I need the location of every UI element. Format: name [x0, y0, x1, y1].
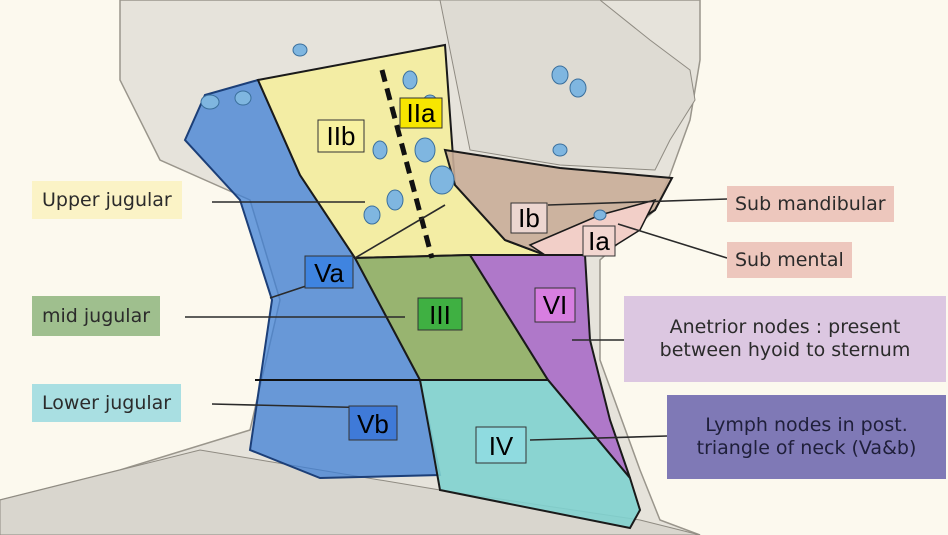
posterior-triangle-label: Lymph nodes in post. triangle of neck (V… [667, 395, 946, 479]
level-iii-text: III [429, 300, 451, 330]
level-iia-text: IIa [407, 98, 436, 128]
level-iv-text: IV [489, 431, 514, 461]
upper-jugular-label: Upper jugular [32, 181, 182, 219]
level-ib-text: Ib [518, 203, 540, 233]
level-ia-text: Ia [588, 226, 610, 256]
level-vb-text: Vb [357, 409, 389, 439]
anterior-nodes-label: Anetrior nodes : present between hyoid t… [624, 296, 946, 382]
lower-jugular-label: Lower jugular [32, 384, 181, 422]
sub-mandibular-label: Sub mandibular [727, 186, 894, 222]
level-va-text: Va [314, 258, 344, 288]
sub-mental-label: Sub mental [727, 242, 852, 278]
mid-jugular-label: mid jugular [32, 296, 160, 336]
level-vi-text: VI [543, 290, 568, 320]
level-iib-text: IIb [327, 121, 356, 151]
